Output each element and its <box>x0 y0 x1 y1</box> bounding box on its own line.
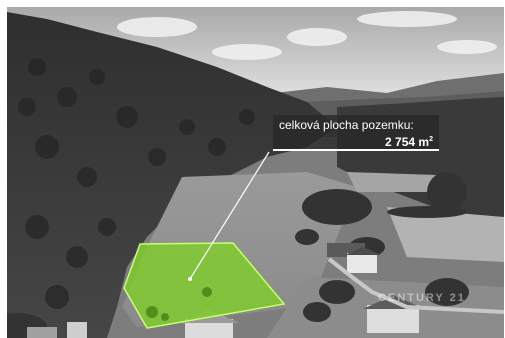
aerial-photo <box>7 7 504 338</box>
area-unit-sup: 2 <box>429 136 433 143</box>
right-field <box>387 207 504 262</box>
pointer-line <box>189 151 270 280</box>
upper-field <box>347 172 447 192</box>
road <box>327 257 504 314</box>
pointer-dot <box>188 277 192 281</box>
land-plot-highlight <box>123 242 286 329</box>
forest-hill <box>7 12 337 338</box>
area-label-title: celková plocha pozemku: <box>279 118 414 132</box>
landscape-drawing <box>7 7 504 338</box>
tree-clusters <box>7 172 469 338</box>
area-label: celková plocha pozemku: 2 754 m2 <box>273 115 439 151</box>
century21-watermark: CENTURY 21 <box>378 292 466 304</box>
plot-trees <box>146 287 212 321</box>
tree-texture <box>18 58 255 309</box>
clouds <box>117 11 497 60</box>
area-value: 2 754 m <box>385 135 430 149</box>
area-label-value: 2 754 m2 <box>279 132 433 150</box>
